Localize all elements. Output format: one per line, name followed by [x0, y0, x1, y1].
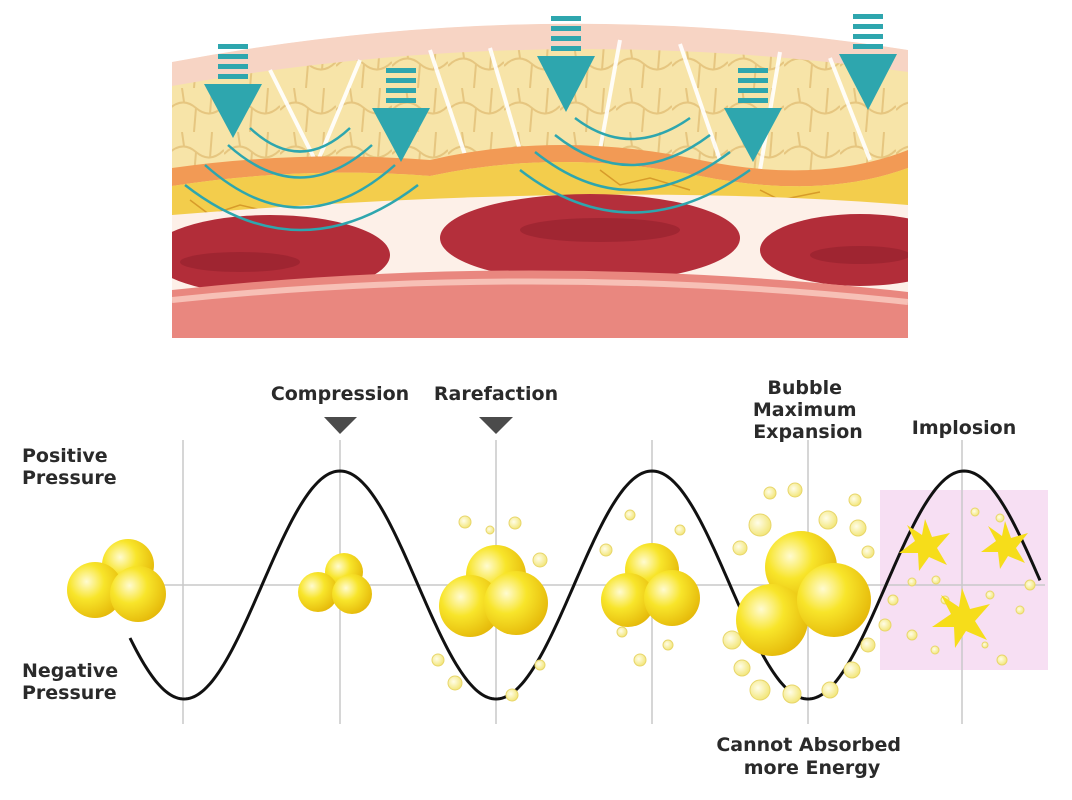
micro-bubble-icon	[981, 641, 989, 649]
bubble-max-expansion-label: Bubble Maximum Expansion	[753, 377, 863, 443]
micro-bubble-icon	[782, 684, 802, 704]
micro-bubble-icon	[848, 493, 862, 507]
down-arrow-icon	[724, 68, 782, 162]
ultrasound-waves	[184, 116, 751, 232]
micro-bubble-icon	[534, 659, 546, 671]
bubble-icon	[332, 574, 372, 614]
micro-bubble-icon	[505, 688, 519, 702]
micro-bubble-icon	[849, 519, 867, 537]
down-arrow-icon	[204, 44, 262, 138]
micro-bubble-icon	[861, 545, 875, 559]
bubble-cluster	[298, 553, 372, 614]
micro-bubble-icon	[722, 630, 742, 650]
micro-bubble-icon	[733, 659, 751, 677]
micro-bubble-icon	[599, 543, 613, 557]
implosion-label: Implosion	[912, 417, 1016, 439]
micro-bubble-icon	[732, 540, 748, 556]
micro-bubble-icon	[930, 645, 940, 655]
micro-bubble-icon	[878, 618, 892, 632]
micro-bubble-icon	[843, 661, 861, 679]
pointer-triangle-icon	[324, 417, 357, 434]
micro-bubble-icon	[787, 482, 803, 498]
rarefaction-label: Rarefaction	[434, 383, 558, 405]
micro-bubble-icon	[431, 653, 445, 667]
micro-bubble-icon	[860, 637, 876, 653]
bubble-icon	[439, 575, 501, 637]
bubble-cluster	[67, 539, 166, 622]
down-arrow-icon	[839, 14, 897, 110]
micro-bubble-icon	[447, 675, 463, 691]
micro-bubble-icon	[749, 679, 771, 701]
micro-bubble-icon	[985, 590, 995, 600]
micro-bubble-icon	[508, 516, 522, 530]
bubble-cluster	[439, 545, 548, 637]
bubble-cluster	[736, 531, 871, 656]
negative-pressure-label: Negative Pressure	[22, 660, 125, 704]
bubble-icon	[110, 566, 166, 622]
micro-bubble-icon	[458, 515, 472, 529]
micro-bubbles	[431, 482, 1036, 704]
micro-bubble-icon	[748, 513, 772, 537]
micro-bubble-icon	[624, 509, 636, 521]
micro-bubble-icon	[995, 513, 1005, 523]
bubble-icon	[67, 562, 123, 618]
bubble-icon	[797, 563, 871, 637]
burst-icon	[899, 519, 950, 571]
bubble-icon	[644, 570, 700, 626]
bubble-icon	[736, 584, 808, 656]
compression-label: Compression	[271, 383, 409, 405]
micro-bubble-icon	[996, 654, 1008, 666]
cannot-absorb-label: Cannot Absorbed more Energy	[716, 734, 907, 779]
micro-bubble-icon	[633, 653, 647, 667]
micro-bubble-icon	[906, 629, 918, 641]
micro-bubble-icon	[485, 525, 495, 535]
bubble-icon	[484, 571, 548, 635]
micro-bubble-icon	[887, 594, 899, 606]
bubble-icon	[601, 573, 655, 627]
micro-bubble-icon	[821, 681, 839, 699]
implosion-zone	[880, 490, 1048, 670]
micro-bubble-icon	[907, 577, 917, 587]
micro-bubble-icon	[931, 575, 941, 585]
positive-pressure-label: Positive Pressure	[22, 445, 117, 489]
down-arrow-icon	[372, 68, 430, 162]
down-arrow-icon	[537, 16, 595, 112]
micro-bubble-icon	[532, 552, 548, 568]
pressure-wave	[128, 469, 1042, 701]
bubble-icon	[298, 572, 338, 612]
burst-icon	[981, 521, 1028, 569]
micro-bubble-icon	[616, 626, 628, 638]
micro-bubble-icon	[1024, 579, 1036, 591]
micro-bubble-icon	[763, 486, 777, 500]
micro-bubble-icon	[674, 524, 686, 536]
micro-bubble-icon	[818, 510, 838, 530]
pointer-triangle-icon	[479, 417, 513, 434]
micro-bubble-icon	[970, 507, 980, 517]
micro-bubble-icon	[662, 639, 674, 651]
burst-icon	[932, 588, 990, 648]
bubble-cluster	[601, 543, 700, 627]
micro-bubble-icon	[1015, 605, 1025, 615]
